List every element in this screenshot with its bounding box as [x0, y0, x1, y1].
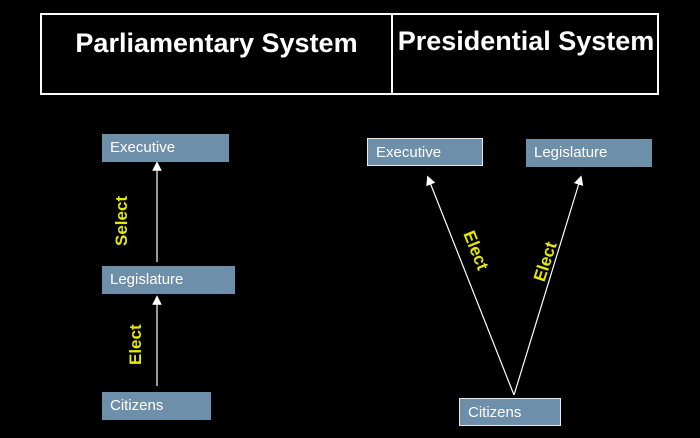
parl-select-label: Select: [112, 195, 131, 246]
parl-citizens-box: Citizens: [102, 392, 211, 420]
comparison-header-table: Parliamentary System Presidential System: [40, 13, 659, 95]
header-divider: [391, 15, 393, 93]
parliamentary-title: Parliamentary System: [75, 28, 358, 58]
pres-executive-box: Executive: [367, 138, 483, 166]
pres-legislature-box: Legislature: [526, 139, 652, 167]
parl-executive-box: Executive: [102, 134, 229, 162]
pres-citizens-box: Citizens: [459, 398, 561, 426]
parl-legislature-box: Legislature: [102, 266, 235, 294]
arrow-citizens-to-executive: [426, 175, 515, 396]
arrow-citizens-to-legislature-pres: [513, 175, 584, 396]
presidential-title: Presidential System: [397, 26, 655, 56]
parl-elect-label: Elect: [126, 324, 145, 365]
